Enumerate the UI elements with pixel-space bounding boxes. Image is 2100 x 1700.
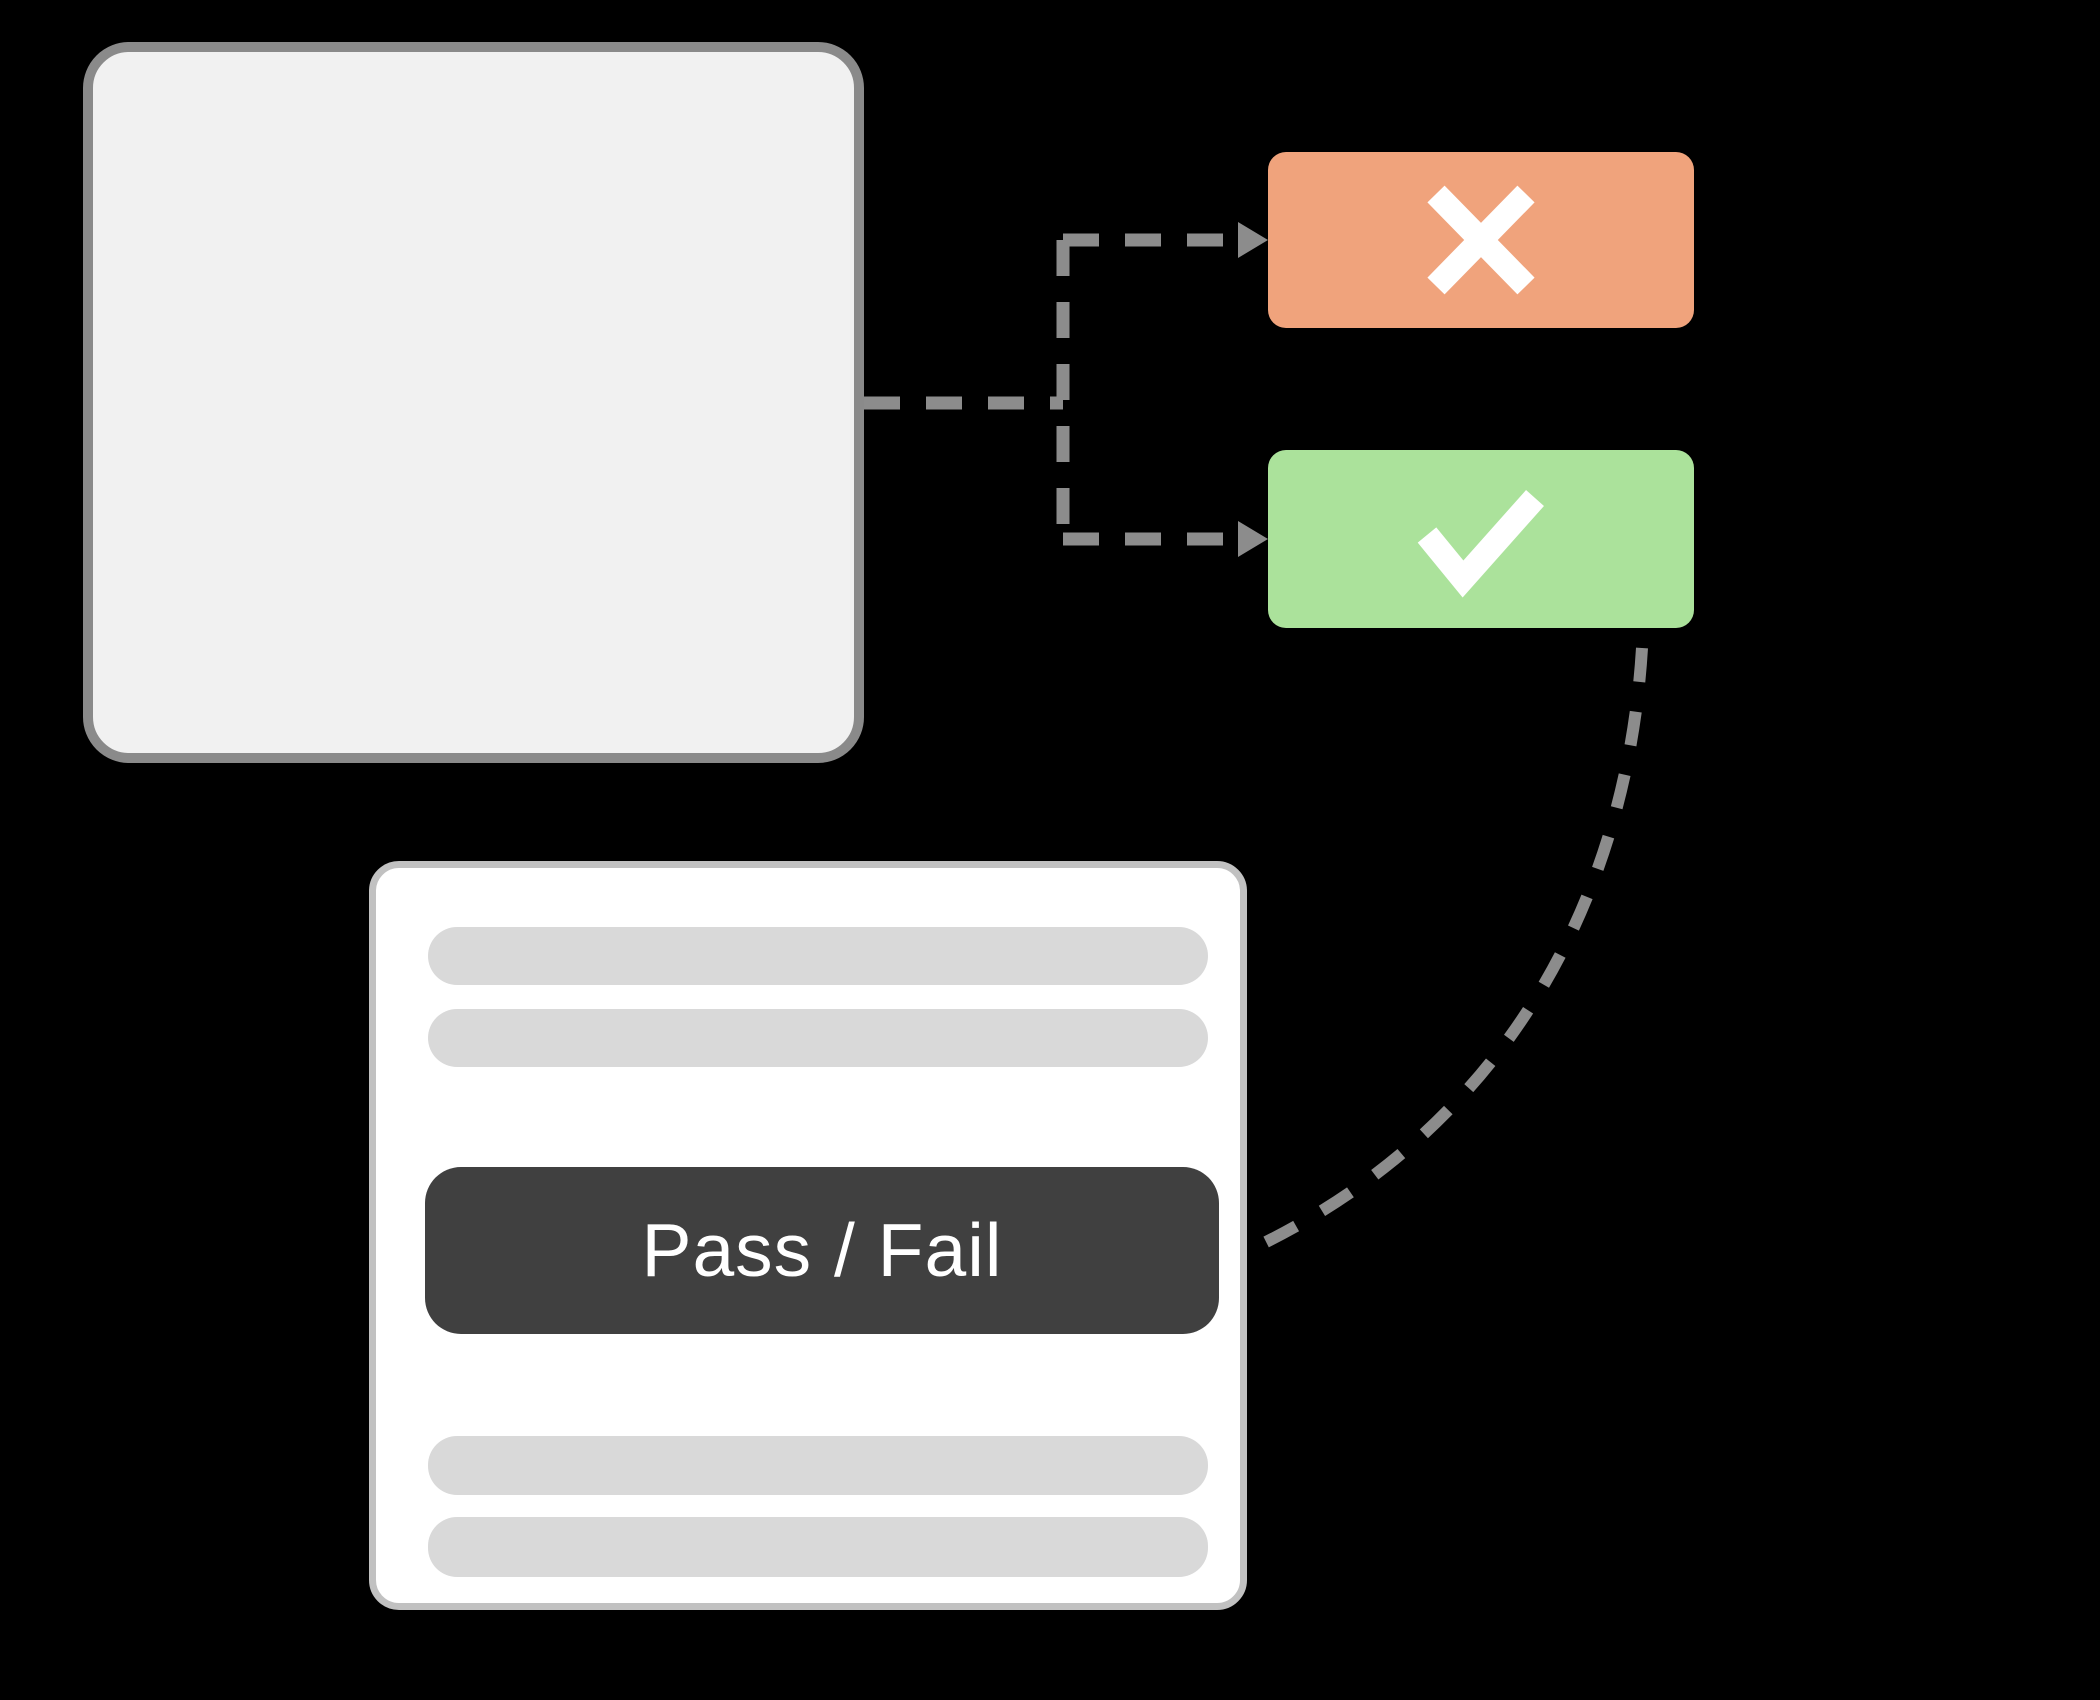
curve-pass-to-card	[1251, 647, 1648, 1254]
placeholder-bar	[428, 1436, 1208, 1495]
pass-fail-button[interactable]: Pass / Fail	[425, 1167, 1219, 1334]
source-box	[83, 42, 864, 763]
placeholder-bar	[428, 1009, 1208, 1067]
placeholder-bar	[428, 1517, 1208, 1577]
arrowhead-pass-icon	[1238, 521, 1268, 557]
report-card: Pass / Fail	[369, 861, 1247, 1610]
fail-outcome-box	[1268, 152, 1694, 328]
placeholder-bar	[428, 927, 1208, 985]
pass-outcome-box	[1268, 450, 1694, 628]
pass-fail-label: Pass / Fail	[641, 1208, 1003, 1292]
check-icon	[1417, 490, 1544, 598]
x-icon	[1427, 185, 1535, 295]
arrowhead-fail-icon	[1238, 222, 1268, 258]
